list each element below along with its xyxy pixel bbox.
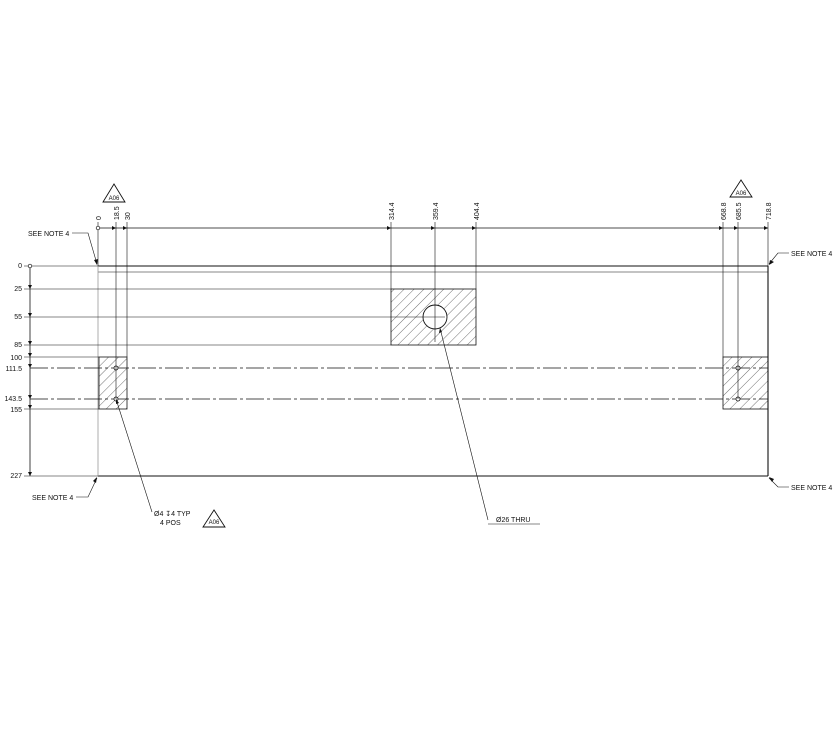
x-dim-label: 0 [96,216,103,220]
see-note-top-right: SEE NOTE 4 [768,251,832,265]
svg-text:SEE NOTE 4: SEE NOTE 4 [791,251,832,258]
x-dim-label: 668.8 [721,202,728,220]
revision-tag-bottom: A06 [202,509,226,528]
right-pad [722,356,769,410]
svg-text:4 POS: 4 POS [160,520,181,527]
x-dim-label: 18.5 [114,206,121,220]
y-dim-label: 143.5 [4,396,22,403]
revision-tag-top-left: A06 [102,183,126,203]
left-pad [98,356,128,410]
svg-text:A06: A06 [109,196,120,202]
small-hole-callout: Ø4 ↧4 TYP 4 POS [115,398,191,527]
svg-text:SEE NOTE 4: SEE NOTE 4 [791,485,832,492]
x-dim-label: 314.4 [389,202,396,220]
x-dim-label: 359.4 [433,202,440,220]
y-dimension-lines [24,263,445,477]
svg-text:Ø4 ↧4 TYP: Ø4 ↧4 TYP [154,510,191,518]
small-holes [113,365,741,402]
svg-text:SEE NOTE 4: SEE NOTE 4 [28,231,69,238]
x-dimension-lines [95,222,769,399]
y-dim-label: 227 [10,473,22,480]
hatched-pads [98,288,769,410]
y-dimension-labels: 0 25 55 85 100 111.5 143.5 155 227 [4,263,22,480]
y-dim-label: 85 [14,342,22,349]
y-dim-label: 155 [10,407,22,414]
y-dim-label: 55 [14,314,22,321]
y-dim-label: 100 [10,355,22,362]
svg-text:A06: A06 [736,191,747,197]
see-note-bottom-left: SEE NOTE 4 [32,477,98,502]
svg-text:Ø26 THRU: Ø26 THRU [496,517,531,524]
x-dim-label: 404.4 [474,202,481,220]
x-dim-label: 30 [125,212,132,220]
y-dim-label: 0 [18,263,22,270]
revision-tag-top-right: A06 [729,179,753,198]
x-dim-label: 718.8 [766,202,773,220]
svg-text:A06: A06 [209,520,220,526]
center-lines [30,367,768,400]
x-dim-label: 685.5 [736,202,743,220]
see-note-bottom-right: SEE NOTE 4 [768,477,832,492]
see-note-top-left: SEE NOTE 4 [28,231,98,265]
svg-text:SEE NOTE 4: SEE NOTE 4 [32,495,73,502]
y-dim-label: 25 [14,286,22,293]
x-dimension-labels: 0 18.5 30 314.4 359.4 404.4 668.8 685.5 … [96,202,773,220]
y-dim-label: 111.5 [6,366,23,373]
thru-hole-callout: Ø26 THRU [439,327,540,525]
